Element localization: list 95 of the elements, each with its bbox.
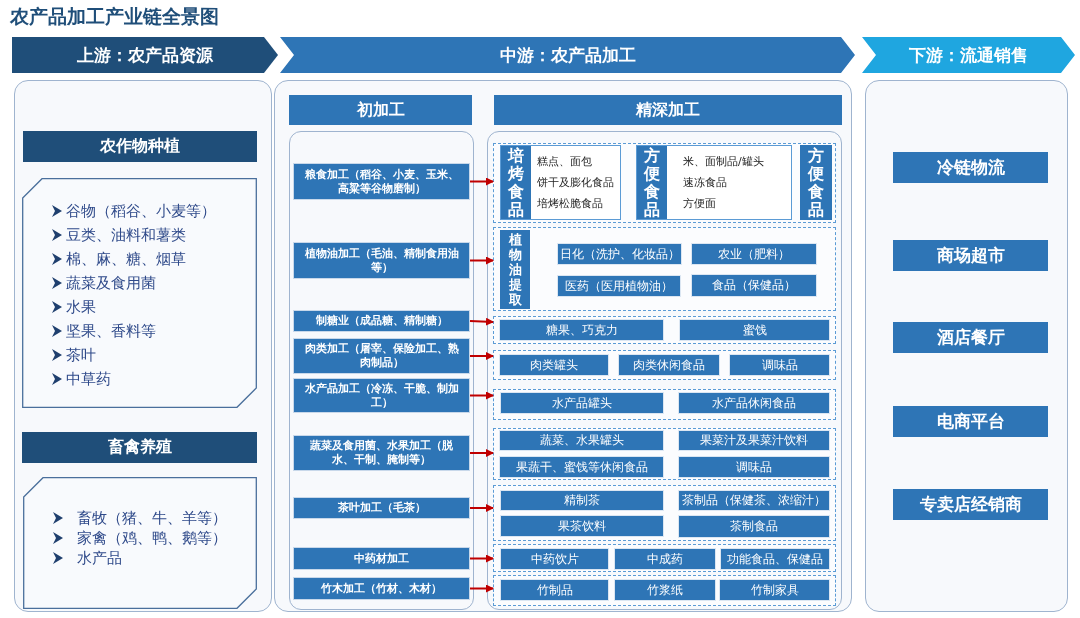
process-box: 肉类加工（屠宰、保险加工、熟肉制品） bbox=[293, 338, 470, 374]
product-item: 饼干及膨化食品 bbox=[537, 175, 614, 191]
process-box: 茶叶加工（毛茶） bbox=[293, 497, 470, 519]
stage-banner: 上游：农产品资源 bbox=[12, 37, 278, 73]
vertical-heading: 方便食品 bbox=[800, 145, 832, 220]
product-group bbox=[493, 575, 836, 606]
stage-banner: 中游：农产品加工 bbox=[280, 37, 855, 73]
product-group bbox=[493, 485, 836, 541]
arrow bbox=[469, 177, 494, 186]
stage-panel bbox=[274, 80, 852, 612]
product-box: 竹制品 bbox=[500, 579, 609, 601]
product-group bbox=[493, 389, 836, 420]
vertical-heading: 培烤食品 bbox=[501, 146, 531, 219]
list-item: 中草药 bbox=[66, 369, 111, 390]
column-panel bbox=[487, 131, 842, 610]
list-panel bbox=[23, 477, 257, 609]
list-item: 豆类、油料和薯类 bbox=[66, 225, 186, 246]
arrow bbox=[469, 256, 494, 265]
product-group bbox=[493, 350, 836, 380]
stage-panel bbox=[14, 80, 272, 612]
product-box: 日化（洗护、化妆品） bbox=[557, 243, 682, 265]
product-item: 速冻食品 bbox=[683, 175, 727, 191]
list-item: 茶叶 bbox=[66, 345, 96, 366]
arrow bbox=[469, 554, 494, 563]
column-heading: 精深加工 bbox=[494, 95, 842, 125]
column-panel bbox=[289, 131, 474, 610]
channel-box: 商场超市 bbox=[893, 240, 1048, 271]
product-item: 培烤松脆食品 bbox=[537, 196, 603, 212]
product-box: 调味品 bbox=[729, 354, 830, 376]
product-box: 水产品罐头 bbox=[500, 392, 664, 414]
arrow bbox=[469, 584, 494, 593]
product-box: 蔬菜、水果罐头 bbox=[499, 430, 664, 451]
channel-box: 电商平台 bbox=[893, 406, 1048, 437]
arrow bbox=[469, 449, 494, 457]
process-box: 植物油加工（毛油、精制食用油等） bbox=[293, 242, 470, 279]
product-box: 中药饮片 bbox=[500, 548, 609, 570]
product-group bbox=[493, 544, 836, 572]
product-box: 果蔬干、蜜饯等休闲食品 bbox=[499, 456, 664, 478]
product-group bbox=[493, 143, 836, 223]
product-group bbox=[493, 428, 836, 480]
product-group bbox=[493, 316, 836, 344]
category-heading: 农作物种植 bbox=[23, 131, 257, 162]
product-box: 肉类休闲食品 bbox=[618, 354, 720, 376]
product-card bbox=[636, 145, 792, 220]
product-item: 米、面制品/罐头 bbox=[683, 154, 764, 170]
channel-box: 酒店餐厅 bbox=[893, 322, 1048, 353]
product-box: 中成药 bbox=[614, 548, 716, 570]
arrow bbox=[469, 504, 494, 512]
product-box: 茶制品（保健茶、浓缩汁） bbox=[678, 490, 830, 511]
list-item: 坚果、香料等 bbox=[66, 321, 156, 342]
list-item: 水果 bbox=[66, 297, 96, 318]
title: 农产品加工产业链全景图 bbox=[10, 4, 219, 29]
product-box: 竹浆纸 bbox=[614, 579, 716, 601]
process-box: 制糖业（成品糖、精制糖） bbox=[293, 310, 470, 332]
product-box: 糖果、巧克力 bbox=[499, 319, 664, 341]
product-box: 肉类罐头 bbox=[499, 354, 609, 376]
product-box: 精制茶 bbox=[500, 490, 664, 511]
arrow bbox=[469, 352, 494, 360]
product-item: 糕点、面包 bbox=[537, 154, 592, 170]
channel-box: 冷链物流 bbox=[893, 152, 1048, 183]
product-box: 功能食品、保健品 bbox=[720, 548, 830, 570]
list-item: 家禽（鸡、鸭、鹅等） bbox=[77, 528, 227, 549]
list-panel bbox=[22, 178, 257, 408]
stage-banner: 下游：流通销售 bbox=[862, 37, 1075, 73]
product-box: 水产品休闲食品 bbox=[678, 392, 830, 414]
product-card bbox=[500, 145, 621, 220]
product-box: 蜜饯 bbox=[679, 319, 830, 341]
product-box: 果茶饮料 bbox=[500, 515, 664, 537]
product-box: 竹制家具 bbox=[719, 579, 830, 601]
process-box: 水产品加工（冷冻、干脆、制加工） bbox=[293, 378, 470, 413]
product-box: 果菜汁及果菜汁饮料 bbox=[678, 430, 830, 451]
list-item: 畜牧（猪、牛、羊等） bbox=[77, 508, 227, 529]
product-group bbox=[493, 227, 836, 311]
arrow bbox=[469, 391, 494, 400]
stage-panel bbox=[865, 80, 1068, 612]
column-heading: 初加工 bbox=[289, 95, 472, 125]
list-item: 蔬菜及食用菌 bbox=[66, 273, 156, 294]
product-box: 农业（肥料） bbox=[691, 243, 817, 265]
product-item: 方便面 bbox=[683, 196, 716, 212]
category-heading: 畜禽养殖 bbox=[22, 432, 257, 463]
vertical-heading: 方便食品 bbox=[637, 146, 667, 219]
vertical-heading: 植物油提取 bbox=[500, 230, 530, 309]
list-item: 谷物（稻谷、小麦等） bbox=[66, 201, 216, 222]
arrow bbox=[469, 317, 494, 326]
product-box: 医药（医用植物油） bbox=[557, 275, 681, 297]
process-box: 蔬菜及食用菌、水果加工（脱水、干制、腌制等） bbox=[293, 435, 470, 471]
channel-box: 专卖店经销商 bbox=[893, 489, 1048, 520]
process-box: 中药材加工 bbox=[293, 547, 470, 570]
process-box: 粮食加工（稻谷、小麦、玉米、高粱等谷物磨制） bbox=[293, 163, 470, 200]
process-box: 竹木加工（竹材、木材） bbox=[293, 577, 470, 600]
product-box: 茶制食品 bbox=[678, 515, 830, 538]
product-box: 调味品 bbox=[678, 456, 830, 478]
list-item: 水产品 bbox=[77, 548, 122, 569]
list-item: 棉、麻、糖、烟草 bbox=[66, 249, 186, 270]
product-box: 食品（保健品） bbox=[691, 274, 817, 297]
